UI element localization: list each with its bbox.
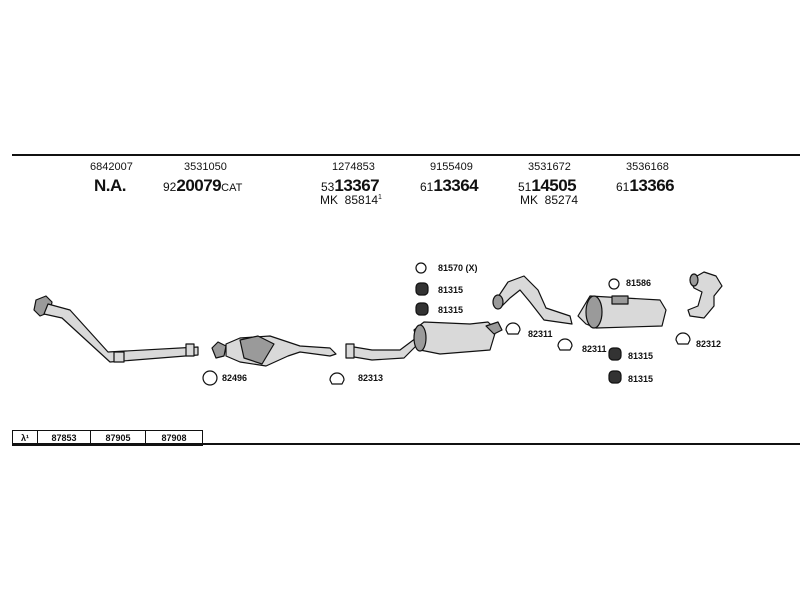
part-number-line: 6113364 (420, 176, 479, 195)
callout-label: 82496 (222, 373, 248, 383)
part-suffix: CAT (221, 182, 243, 194)
part-prefix: 53 (321, 180, 335, 194)
part-prefix: 51 (518, 180, 532, 194)
part-prefix: 92 (163, 180, 177, 194)
callout-label: 81315 (628, 351, 654, 361)
mk-line: MK 85274 (520, 194, 578, 206)
part-number: 13364 (433, 176, 479, 195)
fitting-symbols (202, 262, 691, 386)
rear-muffler-drawing (577, 295, 667, 329)
part-number: 13366 (629, 176, 675, 195)
part-number: 20079 (176, 176, 222, 195)
callout-label: 82311 (582, 344, 607, 354)
callout-label: 81315 (438, 305, 464, 315)
callout-label: 81315 (438, 285, 464, 295)
reference-number: 9155409 (430, 161, 473, 173)
reference-number: 3531672 (528, 161, 571, 173)
curved-pipe-drawing (492, 275, 573, 325)
reference-number: 6842007 (90, 161, 133, 173)
reference-number: 3531050 (184, 161, 227, 173)
reference-box: 87908 (145, 431, 202, 445)
part-number-line: 6113366 (616, 176, 675, 195)
part-number: 14505 (531, 176, 577, 195)
front-pipe-drawing (33, 295, 199, 363)
part-number: 13367 (334, 176, 380, 195)
mk-line: MK 858141 (320, 194, 382, 206)
top-rule (12, 154, 800, 156)
mk-number: 85274 (544, 193, 579, 207)
callout-label: 81586 (626, 278, 652, 288)
part-label: N.A. (94, 176, 127, 195)
part-prefix: 61 (616, 180, 630, 194)
reference-box: 87853 (37, 431, 90, 445)
part-number-line: 5114505 (518, 176, 577, 195)
bottom-rule (12, 443, 800, 445)
part-prefix: 61 (420, 180, 434, 194)
part-number-line: 9220079CAT (163, 177, 242, 194)
reference-box: 87905 (90, 431, 145, 445)
callout-label: 82313 (358, 373, 384, 383)
tail-pipe-drawing (687, 271, 723, 319)
reference-number: 1274853 (332, 161, 375, 173)
callout-label: 82311 (528, 329, 553, 339)
reference-box-row: λ¹ 87853 87905 87908 (12, 430, 203, 446)
center-pipe-drawing (345, 321, 503, 361)
mk-prefix: MK (320, 193, 338, 207)
mk-prefix: MK (520, 193, 538, 207)
mk-number: 85814 (344, 193, 379, 207)
part-number-line: 5313367 (321, 176, 380, 195)
callout-label: 81315 (628, 374, 654, 384)
callout-label: 81570 (X) (438, 263, 478, 273)
callout-label: 82312 (696, 339, 722, 349)
reference-number: 3536168 (626, 161, 669, 173)
lambda-box: λ¹ (20, 433, 29, 443)
mk-superscript: 1 (378, 194, 382, 201)
catalytic-converter-drawing (211, 335, 337, 367)
